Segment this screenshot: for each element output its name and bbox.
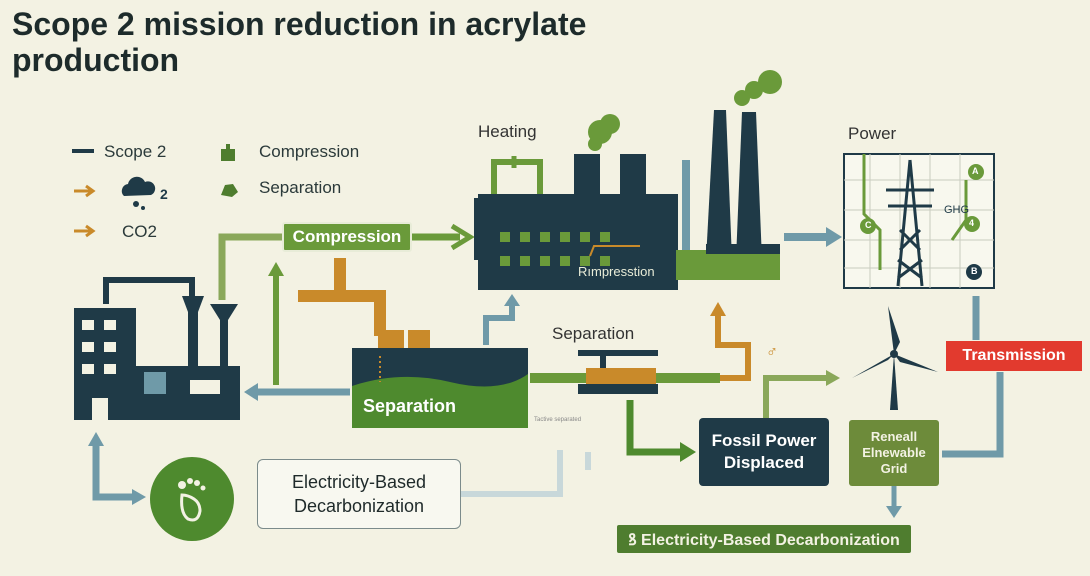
power-label: Power — [848, 124, 897, 143]
electricity-based-decarbonization-box: Electricity-Based Decarbonization — [257, 459, 461, 529]
legend: Scope 2 Compression 2 Separation CO2 — [70, 140, 390, 250]
legend-compression-label: Compression — [259, 142, 360, 161]
ghg-label: GHG — [944, 204, 970, 216]
legend-scope2-label: Scope 2 — [104, 142, 167, 161]
legend-separation-label: Separation — [259, 178, 342, 197]
co2-cloud-icon — [121, 176, 156, 210]
grid-marker-c: C — [865, 220, 872, 230]
separation-pipe-label: Separation — [552, 324, 635, 343]
misc-glyph: ♂ — [766, 344, 778, 361]
power-grid-panel — [843, 153, 995, 289]
grid-line1: Reneall — [870, 429, 918, 444]
heating-label: Heating — [478, 122, 537, 141]
cloud-subscript: 2 — [160, 186, 168, 202]
tiny-caption: Tactive separated — [534, 417, 582, 423]
factory-illustration — [474, 70, 782, 290]
left-plant-illustration — [74, 277, 240, 420]
wind-turbine-icon — [852, 306, 938, 410]
orange-arrow-icon — [74, 184, 96, 198]
footprint-icon — [178, 478, 206, 522]
separator-unit — [578, 350, 658, 394]
legend-co2-label: CO2 — [122, 222, 157, 241]
grid-marker-b: B — [971, 266, 978, 276]
factory-sign-label: Rımpresstion — [578, 264, 655, 279]
page-title: Scope 2 mission reduction in acrylate pr… — [12, 6, 587, 78]
separation-tank-label: Separation — [363, 396, 457, 416]
footprint-badge — [150, 457, 234, 541]
separation-legend-icon — [221, 184, 238, 197]
separation-tank — [352, 330, 528, 428]
grid-line3: Grid — [880, 461, 908, 476]
scope2-line-icon — [72, 149, 94, 153]
fossil-line2: Displaced — [723, 453, 805, 472]
renewable-grid-box: Reneall Elnewable Grid — [849, 420, 939, 486]
ebd-line1: Electricity-Based — [291, 472, 427, 492]
grid-marker-a: A — [972, 166, 979, 176]
fossil-power-displaced-box: Fossil Power Displaced — [699, 418, 829, 486]
grid-line2: Elnewable — [862, 445, 926, 460]
compression-legend-icon — [221, 144, 235, 161]
transmission-box: Transmission — [946, 341, 1082, 371]
grid-marker-4: 4 — [969, 218, 975, 228]
ebd-line2: Decarbonization — [293, 496, 425, 516]
fossil-line1: Fossil Power — [711, 431, 817, 450]
decarbonization-banner: ꝸ Electricity-Based Decarbonization — [617, 525, 911, 553]
orange-arrow-icon-2 — [74, 224, 96, 238]
compression-box: Compression — [282, 222, 412, 252]
